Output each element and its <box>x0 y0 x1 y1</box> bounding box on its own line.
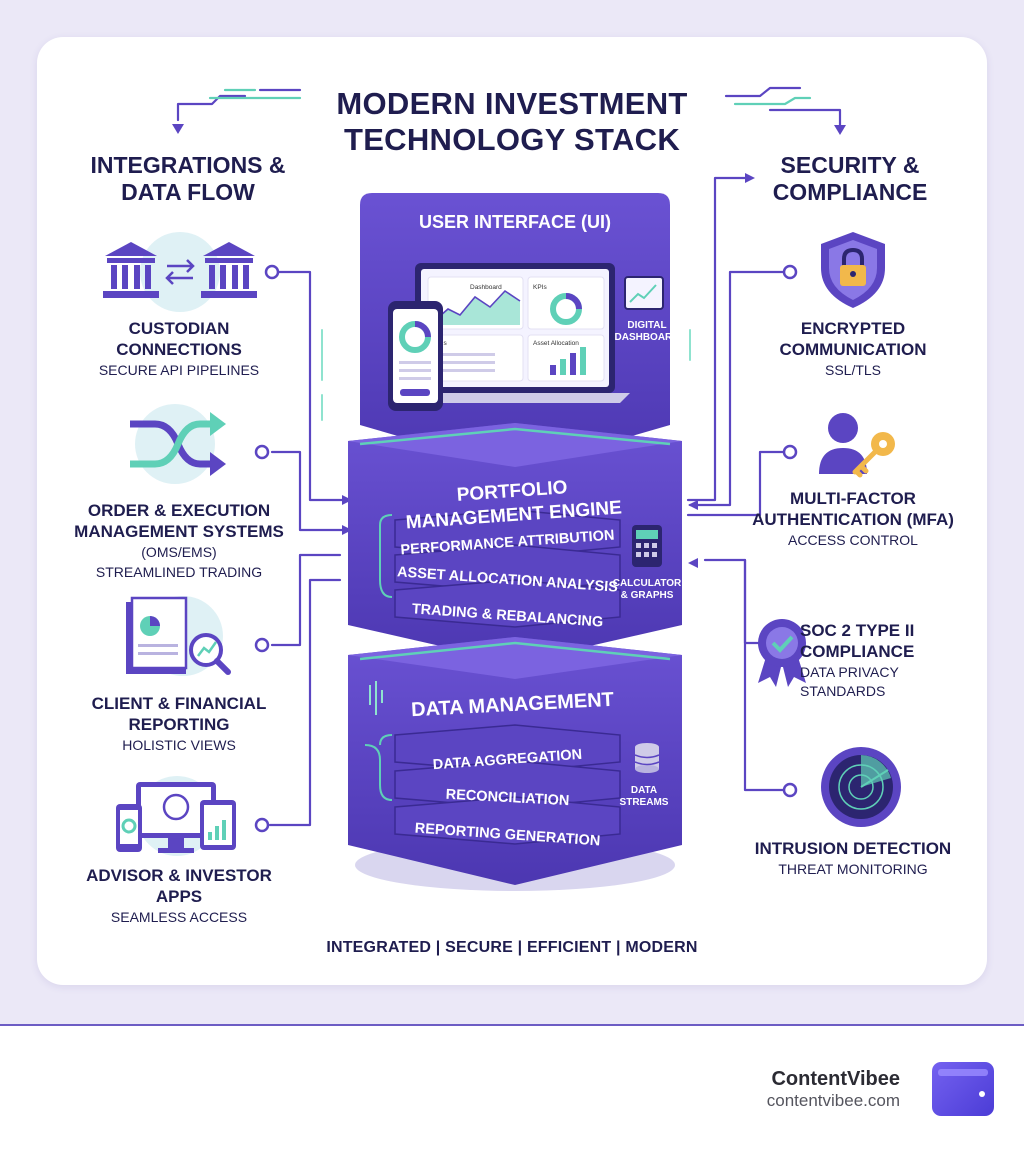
brand-url[interactable]: contentvibee.com <box>766 1091 900 1110</box>
shield-lock-icon <box>821 232 885 308</box>
footer-divider <box>0 1024 1024 1026</box>
bank-icon <box>103 232 257 312</box>
laptop-illustration <box>400 263 630 403</box>
phone-illustration <box>388 301 443 411</box>
client-financial-reporting: CLIENT & FINANCIAL REPORTING HOLISTIC VI… <box>91 694 267 753</box>
laptop-panel-label: Asset Allocation <box>533 340 579 347</box>
database-icon <box>634 743 660 773</box>
diagram-title: MODERN INVESTMENT TECHNOLOGY STACK <box>336 86 688 157</box>
ui-title: USER INTERFACE (UI) <box>418 212 611 232</box>
laptop-panel-label: KPIs <box>533 284 547 291</box>
intrusion-detection: INTRUSION DETECTION THREAT MONITORING <box>754 839 952 877</box>
data-streams-label: DATA STREAMS <box>619 785 669 808</box>
soc2-compliance: SOC 2 TYPE II COMPLIANCE DATA PRIVACY ST… <box>800 621 915 699</box>
wallet-icon <box>932 1062 994 1116</box>
dashboard-label: DIGITAL DASHBOARD <box>614 320 680 343</box>
custodian-connections: CUSTODIAN CONNECTIONS SECURE API PIPELIN… <box>98 319 260 378</box>
badge-icon <box>758 619 806 687</box>
order-execution-systems: ORDER & EXECUTION MANAGEMENT SYSTEMS (OM… <box>74 501 284 580</box>
connector-lines <box>172 86 846 833</box>
brand: ContentVibee contentvibee.com <box>767 1068 900 1112</box>
shuffle-icon <box>130 404 226 484</box>
multi-factor-authentication: MULTI-FACTOR AUTHENTICATION (MFA) ACCESS… <box>752 489 954 548</box>
advisor-investor-apps: ADVISOR & INVESTOR APPS SEAMLESS ACCESS <box>86 866 272 925</box>
technology-stack: Dashboard KPIs KPIs Asset Allocation <box>348 193 682 891</box>
report-icon <box>126 596 231 676</box>
tagline: INTEGRATED | SECURE | EFFICIENT | MODERN <box>326 939 698 956</box>
radar-icon <box>821 747 901 827</box>
devices-icon <box>116 776 236 856</box>
laptop-panel-label: Dashboard <box>470 284 502 291</box>
encrypted-communication: ENCRYPTED COMMUNICATION SSL/TLS <box>779 319 927 378</box>
footer <box>0 1026 1024 1154</box>
dashboard-icon <box>624 276 664 310</box>
left-heading: INTEGRATIONS & DATA FLOW <box>90 152 286 205</box>
calculator-icon <box>632 525 662 567</box>
calculator-label: CALCULATOR & GRAPHS <box>612 578 682 601</box>
brand-name: ContentVibee <box>771 1068 900 1090</box>
right-heading: SECURITY & COMPLIANCE <box>772 152 928 205</box>
user-key-icon <box>819 413 895 478</box>
